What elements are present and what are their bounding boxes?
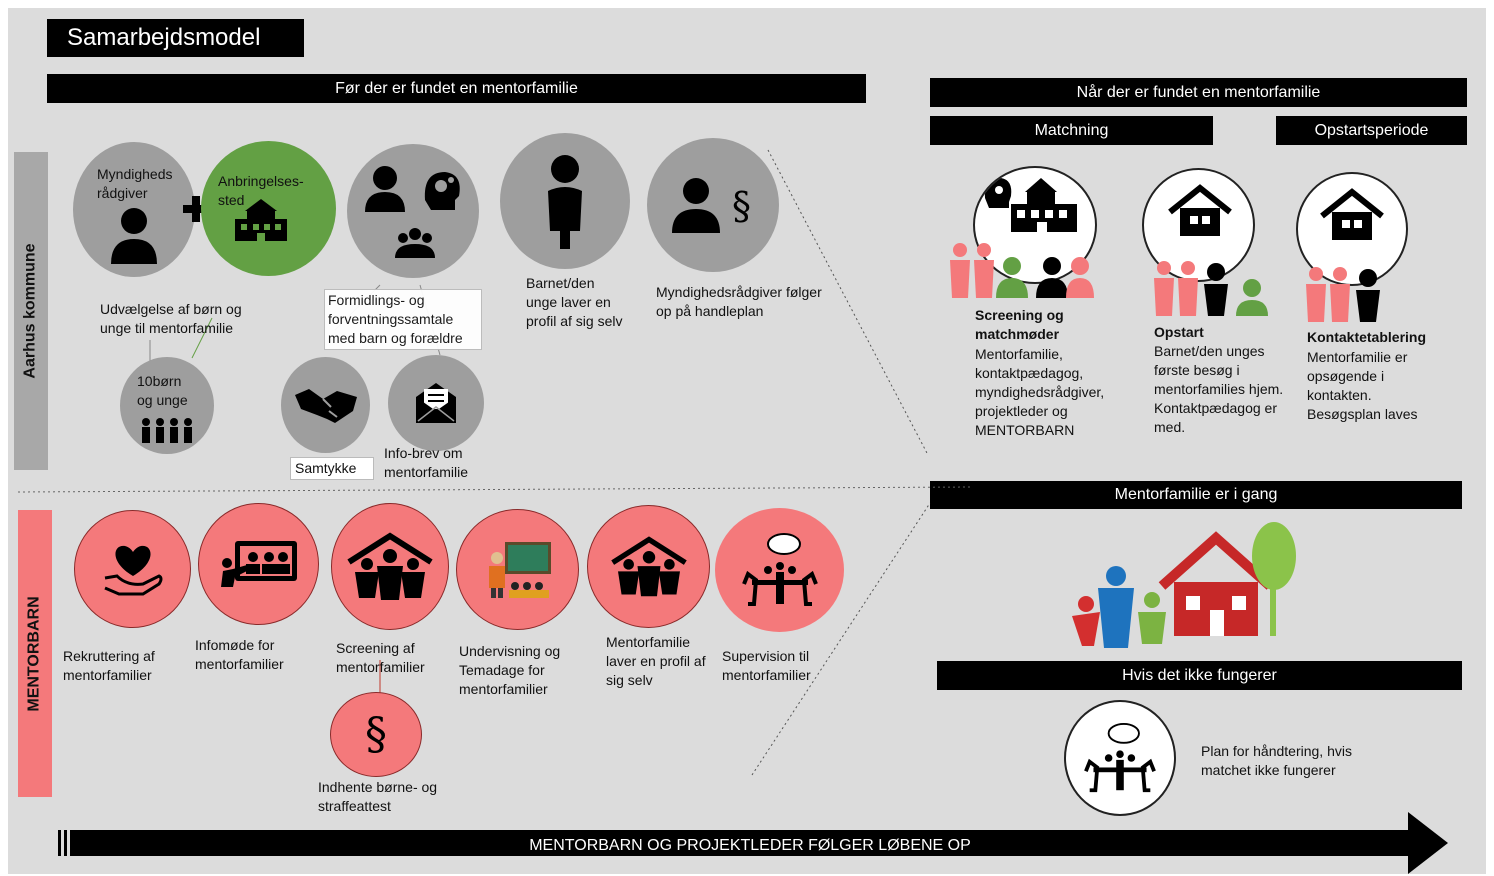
house-icon [1320, 188, 1384, 240]
ten-children-label: 10børn og unge [137, 373, 188, 408]
header-notworking: Hvis det ikke fungerer [937, 661, 1462, 690]
infomoede-circle [198, 503, 319, 625]
school-gear-icon [984, 178, 1077, 232]
people-gear-icon [365, 166, 460, 258]
samtykke-label: Samtykke [290, 457, 374, 480]
kontakt-title: Kontaktetablering [1307, 329, 1427, 345]
header-matching: Matchning [930, 116, 1213, 145]
house-icon [1168, 184, 1232, 236]
profil-label: Barnet/den unge laver en profil af sig s… [526, 275, 623, 329]
header-matching-text: Matchning [1034, 121, 1109, 139]
udvaelgelse-label: Udvælgelse af børn og unge til mentorfam… [100, 301, 242, 336]
infobrev-label: Info-brev om mentorfamilie [384, 445, 469, 480]
header-before-text: Før der er fundet en mentorfamilie [335, 79, 578, 97]
infobrev-circle [388, 355, 484, 451]
infomoede-label: Infomøde for mentorfamilier [195, 637, 284, 672]
header-before: Før der er fundet en mentorfamilie [47, 74, 866, 103]
handshake-icon [294, 389, 357, 423]
plan-circle [1064, 700, 1176, 816]
myndigheds-circle [73, 142, 195, 277]
opfoelgning-label: Myndighedsrådgiver følger op på handlepl… [656, 284, 822, 319]
rekruttering-circle [74, 510, 191, 628]
mf-profil-circle [587, 505, 710, 628]
tree-icon [1252, 522, 1296, 590]
heart-hand-icon [103, 545, 162, 596]
formidling-circle [347, 144, 479, 278]
side-label-kommune: Aarhus kommune [14, 152, 48, 470]
rekruttering-label: Rekruttering af mentorfamilier [63, 648, 155, 683]
header-start-text: Opstartsperiode [1314, 121, 1429, 139]
group-icon [142, 418, 192, 443]
school-icon [235, 199, 287, 241]
anbringelses-circle [201, 141, 336, 276]
title-text: Samarbejdsmodel [67, 24, 261, 51]
participants-icon [1154, 261, 1268, 316]
house-family-icon [610, 535, 687, 596]
opstart-circle [1142, 168, 1255, 282]
screening-matching-title: Screening og matchmøder [975, 307, 1064, 342]
screening-circle [331, 503, 449, 630]
header-notworking-text: Hvis det ikke fungerer [1122, 666, 1277, 684]
family-house-tree-icon [1072, 522, 1296, 648]
meeting-icon [1084, 722, 1156, 793]
kontakt-circle [1296, 172, 1408, 286]
attest-label: Indhente børne- og straffeattest [318, 779, 438, 814]
kontakt-text: Mentorfamilie er opsøgende i kontakten. … [1307, 349, 1418, 422]
undervisning-circle [456, 509, 579, 630]
bottom-arrow [58, 812, 1448, 874]
participants-icon [950, 243, 1094, 298]
attest-circle: § [330, 692, 422, 777]
page-title: Samarbejdsmodel [47, 19, 304, 57]
paragraph-person-icon: § [672, 178, 751, 233]
participants-icon [1306, 267, 1380, 322]
supervision-circle [715, 508, 844, 632]
opstart-title: Opstart [1154, 324, 1204, 340]
header-after: Når der er fundet en mentorfamilie [930, 78, 1467, 107]
house-family-icon [347, 531, 433, 600]
plus-icon [183, 196, 209, 222]
formidling-label: Formidlings- og forventningssamtale med … [324, 289, 482, 350]
side-label-mentorbarn: MENTORBARN [18, 510, 52, 797]
presentation-icon [220, 541, 297, 587]
opfoelgning-circle: § [647, 138, 779, 272]
ten-children-circle [120, 357, 214, 454]
meeting-icon [741, 533, 818, 606]
child-icon [548, 155, 582, 249]
paragraph-icon: § [365, 709, 387, 760]
samtykke-circle [281, 357, 370, 453]
header-ongoing-text: Mentorfamilie er i gang [1114, 486, 1278, 503]
myndigheds-label: Myndigheds rådgiver [97, 166, 173, 201]
screening-label: Screening af mentorfamilier [336, 640, 425, 675]
header-ongoing: Mentorfamilie er i gang [930, 481, 1462, 509]
profil-circle [500, 133, 630, 269]
plan-label: Plan for håndtering, hvis matchet ikke f… [1201, 743, 1352, 778]
arrow-text: MENTORBARN OG PROJEKTLEDER FØLGER LØBENE… [529, 837, 971, 854]
supervision-label: Supervision til mentorfamilier [722, 648, 811, 683]
opstart-text: Barnet/den unges første besøg i mentorfa… [1154, 343, 1284, 435]
svg-text:§: § [732, 184, 751, 228]
teacher-icon [488, 541, 551, 598]
mf-profil-label: Mentorfamilie laver en profil af sig sel… [606, 634, 706, 688]
undervisning-label: Undervisning og Temadage for mentorfamil… [459, 643, 561, 697]
envelope-icon [416, 383, 456, 423]
anbringelses-label: Anbringelses-sted [218, 173, 304, 208]
header-after-text: Når der er fundet en mentorfamilie [1076, 83, 1321, 101]
header-start: Opstartsperiode [1276, 116, 1467, 145]
screening-matching-text: Mentorfamilie, kontaktpædagog, myndighed… [975, 346, 1105, 438]
person-icon [111, 208, 157, 264]
